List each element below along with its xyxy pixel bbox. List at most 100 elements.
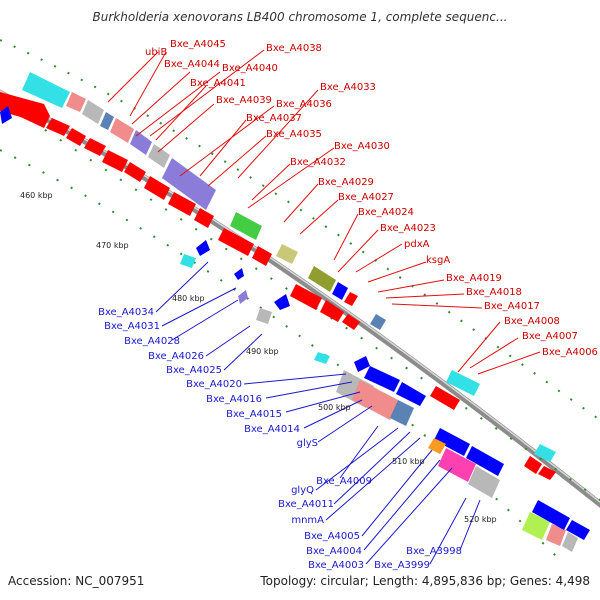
gene-label: Bxe_A4031	[104, 321, 160, 332]
forward-genes	[0, 92, 556, 480]
feature-block	[238, 290, 248, 304]
tick-labels: 460 kbp 470 kbp 480 kbp 490 kbp 500 kbp …	[20, 191, 497, 524]
gene-label: Bxe_A3999	[374, 560, 430, 571]
gene-label: Bxe_A4017	[484, 301, 540, 312]
feature-block	[428, 438, 446, 454]
feature-block	[562, 532, 578, 552]
gene-label: ubiB	[145, 47, 167, 58]
gene-label: Bxe_A4006	[542, 347, 598, 358]
reverse-gene	[234, 268, 244, 280]
gene-label: Bxe_A4023	[380, 223, 436, 234]
forward-gene	[430, 386, 460, 410]
feature-block	[370, 314, 386, 330]
feature-block	[230, 212, 262, 240]
map-title: Burkholderia xenovorans LB400 chromosome…	[92, 10, 508, 24]
forward-gene	[10, 100, 50, 128]
feature-block	[148, 144, 170, 168]
feature-block	[110, 118, 134, 143]
gene-label: Bxe_A4004	[306, 546, 362, 557]
feature-block	[308, 266, 336, 292]
forward-gene	[320, 300, 344, 322]
gene-label: Bxe_A4038	[266, 43, 322, 54]
reverse-gene	[396, 382, 426, 406]
accession-text: Accession: NC_007951	[8, 574, 145, 588]
feature-block	[546, 524, 566, 546]
reverse-gene	[274, 294, 290, 310]
forward-gene	[290, 284, 322, 310]
reverse-gene	[532, 500, 570, 530]
forward-gene	[46, 118, 70, 136]
feature-block	[66, 92, 86, 112]
reverse-gene	[364, 366, 400, 392]
gene-label: Bxe_A4040	[222, 63, 278, 74]
gene-label: glyQ	[291, 485, 314, 496]
reverse-gene	[566, 520, 590, 540]
reverse-gene	[354, 356, 370, 372]
reverse-gene	[0, 106, 12, 124]
gene-label: glyS	[297, 438, 318, 449]
reverse-label-leaders	[155, 261, 481, 565]
forward-gene	[218, 228, 254, 256]
feature-track-inner	[180, 254, 500, 498]
forward-gene	[84, 138, 106, 156]
gene-label: Bxe_A4033	[320, 82, 376, 93]
gene-label: Bxe_A4005	[304, 531, 360, 542]
feature-block	[276, 244, 298, 264]
feature-block	[22, 72, 70, 108]
gene-label: Bxe_A4044	[164, 59, 220, 70]
feature-block	[446, 370, 480, 396]
gene-label: Bxe_A3998	[406, 546, 462, 557]
feature-block	[390, 400, 414, 426]
forward-label-leaders	[107, 49, 541, 375]
gene-label: Bxe_A4032	[290, 157, 346, 168]
reverse-genes	[0, 106, 590, 540]
forward-gene	[538, 466, 556, 480]
feature-block	[344, 292, 358, 306]
tick-label: 510 kbp	[392, 457, 425, 466]
reverse-labels: Bxe_A4034 Bxe_A4031 Bxe_A4028 Bxe_A4026 …	[98, 307, 462, 571]
gene-label: ksgA	[426, 255, 450, 266]
feature-block	[180, 254, 196, 268]
gene-label: Bxe_A4027	[338, 192, 394, 203]
gene-label: Bxe_A4028	[124, 336, 180, 347]
feature-block	[534, 444, 556, 462]
feature-block	[130, 130, 152, 155]
gene-label: Bxe_A4007	[522, 331, 578, 342]
gene-label: pdxA	[404, 239, 430, 250]
gene-label: Bxe_A4035	[266, 129, 322, 140]
gene-label: Bxe_A4041	[190, 78, 246, 89]
forward-gene	[194, 208, 214, 228]
forward-gene	[102, 150, 128, 172]
tick-label: 460 kbp	[20, 191, 53, 200]
gene-label: Bxe_A4019	[446, 273, 502, 284]
feature-block	[162, 158, 216, 210]
feature-block	[352, 380, 398, 420]
gene-label: Bxe_A4016	[206, 394, 262, 405]
reverse-gene	[196, 240, 210, 256]
gene-label: Bxe_A4026	[148, 351, 204, 362]
tick-label: 470 kbp	[96, 241, 129, 250]
gene-label: Bxe_A4034	[98, 307, 154, 318]
gene-label: Bxe_A4045	[170, 39, 226, 50]
gene-label: Bxe_A4039	[216, 95, 272, 106]
gene-label: mnmA	[291, 515, 324, 526]
feature-block	[522, 512, 550, 540]
gene-label: Bxe_A4024	[358, 207, 414, 218]
gene-label: Bxe_A4036	[276, 99, 332, 110]
forward-labels: ubiB Bxe_A4045 Bxe_A4044 Bxe_A4038 Bxe_A…	[145, 39, 598, 358]
gene-label: Bxe_A4014	[244, 424, 300, 435]
gene-label: Bxe_A4030	[334, 141, 390, 152]
forward-gene	[124, 162, 146, 182]
gene-label: Bxe_A4015	[226, 409, 282, 420]
gene-label: Bxe_A4009	[316, 476, 372, 487]
forward-gene	[66, 128, 86, 146]
reverse-gene	[466, 446, 504, 476]
feature-block	[314, 352, 330, 364]
reverse-gene	[434, 428, 470, 456]
gene-label: Bxe_A4029	[318, 177, 374, 188]
feature-block	[332, 282, 348, 300]
tick-label: 520 kbp	[464, 515, 497, 524]
gene-label: Bxe_A4018	[466, 287, 522, 298]
forward-gene	[342, 314, 360, 330]
